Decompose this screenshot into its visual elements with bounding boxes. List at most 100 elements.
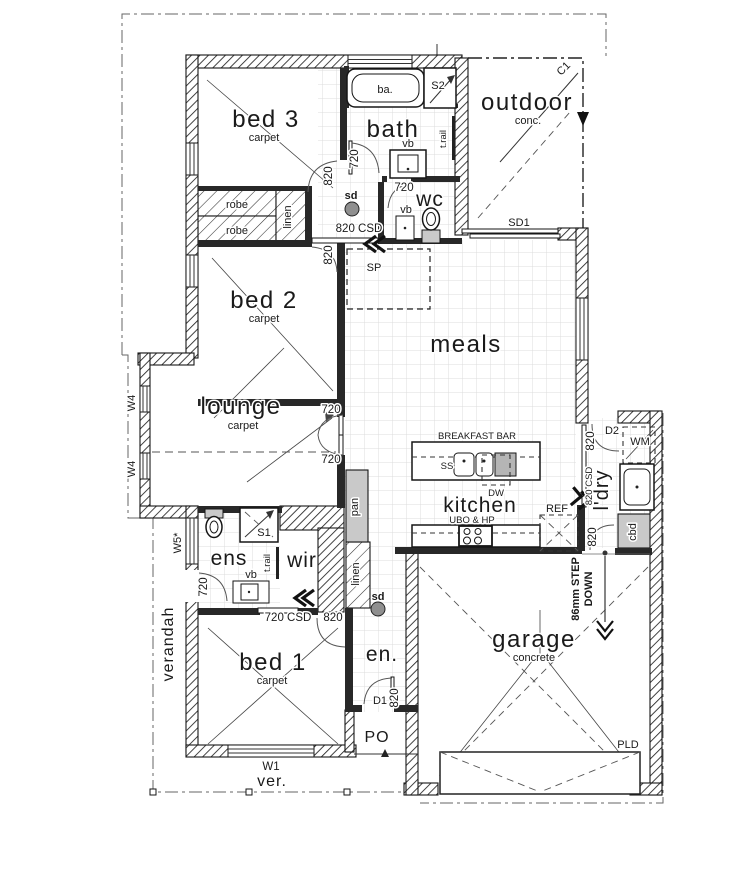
room-label-outdoor: outdoor bbox=[481, 89, 573, 116]
room-label-verandah: verandah bbox=[160, 607, 177, 682]
labels: bed 3 carpet bath ba. S2 t.rail vb 720 8… bbox=[125, 58, 652, 791]
door-label-sd1: SD1 bbox=[508, 217, 529, 229]
sliding-doors bbox=[257, 228, 587, 614]
sink-bowl-1 bbox=[453, 452, 475, 477]
fixture-label-ref: REF bbox=[546, 503, 568, 515]
room-label-bath: bath bbox=[367, 116, 420, 143]
fixture-label-sp: SP bbox=[367, 262, 382, 274]
storage-label-linen-bed3: linen bbox=[282, 205, 294, 228]
room-label-laundry: l'dry bbox=[591, 469, 613, 510]
door-label-pld: PLD bbox=[617, 739, 638, 751]
dim-720-lounge-a: 720 bbox=[321, 404, 340, 416]
verandah-post bbox=[245, 788, 253, 796]
lounge-door-leaf-a bbox=[338, 414, 344, 436]
towel-rail-bath bbox=[452, 116, 455, 160]
fixture-label-ubo-hp: UBO & HP bbox=[449, 515, 494, 526]
door-label-d1: D1 bbox=[373, 695, 387, 707]
room-label-garage: garage bbox=[492, 626, 576, 653]
room-label-entry: en. bbox=[366, 643, 398, 666]
sd1-panel-b bbox=[469, 233, 561, 239]
window-label-w4b: W4 bbox=[126, 461, 138, 478]
walls-interior bbox=[198, 66, 652, 712]
window-label-w5: W5* bbox=[172, 532, 184, 554]
note-step-down-2: DOWN bbox=[583, 572, 595, 607]
linen-box-hall bbox=[345, 541, 371, 609]
room-label-meals: meals bbox=[430, 331, 502, 358]
fixture-label-wm: WM bbox=[630, 436, 650, 448]
floor-label-lounge: carpet bbox=[228, 420, 259, 432]
fixture-label-ss: SS bbox=[441, 461, 454, 472]
room-label-bed2: bed 2 bbox=[230, 287, 298, 314]
room-label-ver-abbr: ver. bbox=[257, 773, 287, 790]
floor-label-garage: concrete bbox=[513, 652, 555, 664]
window-label-w1: W1 bbox=[262, 761, 279, 773]
smoke-detector-hall bbox=[344, 201, 360, 217]
fixture-label-vb-ens: vb bbox=[245, 569, 257, 581]
fixture-label-vb-bath: vb bbox=[402, 138, 414, 150]
sd1-panel-a bbox=[461, 228, 559, 234]
fixture-label-bath-tub: ba. bbox=[377, 84, 392, 96]
fixture-label-trail-ens: t.rail bbox=[262, 554, 273, 572]
storage-label-cbd: cbd bbox=[627, 523, 639, 541]
room-label-bed3: bed 3 bbox=[232, 106, 300, 133]
sink-drainer bbox=[494, 452, 517, 477]
window-w4b bbox=[139, 452, 151, 480]
csd-laundry-cavity bbox=[581, 424, 587, 508]
window-w5 bbox=[185, 517, 199, 565]
room-label-wir: wir bbox=[286, 549, 317, 572]
sink-bowl-2 bbox=[475, 452, 494, 477]
dim-820-d2: 820 bbox=[585, 431, 597, 450]
dim-720csd: 720 CSD bbox=[265, 612, 312, 624]
storage-label-robe2: robe bbox=[226, 225, 248, 237]
room-label-porch: PO bbox=[364, 729, 389, 746]
fixture-label-sd-hall: sd bbox=[345, 190, 358, 202]
dim-820csd-laundry: 820 CSD bbox=[584, 467, 595, 506]
storage-units bbox=[197, 189, 653, 609]
ens-door-opening bbox=[185, 570, 199, 602]
dim-720-bath: 720 bbox=[349, 149, 361, 168]
washing-machine-space bbox=[622, 426, 656, 464]
room-label-kitchen: kitchen bbox=[443, 494, 517, 517]
dishwasher-space bbox=[481, 454, 511, 486]
fixture-label-shower-s2: S2 bbox=[431, 80, 444, 92]
dim-820-garage-hall: 820 bbox=[587, 527, 599, 546]
windows bbox=[139, 54, 589, 758]
shower-s2 bbox=[423, 67, 457, 109]
pantry-box bbox=[345, 469, 369, 543]
dim-720-lounge-b: 720 bbox=[321, 454, 340, 466]
label-c1: C1 bbox=[555, 60, 573, 78]
room-label-lounge: lounge bbox=[200, 393, 281, 420]
floor-label-bed3: carpet bbox=[249, 132, 280, 144]
room-label-wc: wc bbox=[415, 188, 444, 211]
room-label-ens: ens bbox=[211, 547, 248, 570]
sp-provision-box bbox=[346, 248, 431, 310]
bath-door-leaf bbox=[348, 140, 353, 175]
smoke-detector-entry bbox=[370, 601, 386, 617]
towel-rail-ens bbox=[276, 547, 279, 579]
door-label-d2: D2 bbox=[605, 425, 619, 437]
fixture-label-trail-bath: t.rail bbox=[438, 130, 449, 148]
fixture-label-dw: DW bbox=[488, 488, 504, 499]
wc-toilet-tank bbox=[421, 229, 441, 244]
fixture-label-vb-wc: vb bbox=[400, 204, 412, 216]
fixture-label-breakfast-bar: BREAKFAST BAR bbox=[438, 431, 516, 442]
panel-lift-door bbox=[439, 751, 641, 795]
floor-label-outdoor: conc. bbox=[515, 115, 541, 127]
d1-door-leaf bbox=[390, 676, 395, 705]
verandah-post bbox=[149, 788, 157, 796]
floor-label-bed1: carpet bbox=[257, 675, 288, 687]
fridge-space bbox=[539, 514, 579, 552]
window-w4a bbox=[139, 385, 151, 413]
room-label-bed1: bed 1 bbox=[239, 649, 307, 676]
lounge-door-leaf-b bbox=[338, 434, 344, 456]
storage-label-robe1: robe bbox=[226, 199, 248, 211]
note-step-down-1: 86mm STEP bbox=[570, 557, 582, 621]
dim-720-wc: 720 bbox=[394, 182, 413, 194]
csd-ens-wir bbox=[257, 607, 299, 614]
dim-720-ens: 720 bbox=[198, 577, 210, 596]
dim-820csd-hall: 820 CSD bbox=[336, 223, 383, 235]
dim-820-wir: 820 bbox=[323, 612, 342, 624]
floor-label-bed2: carpet bbox=[249, 313, 280, 325]
